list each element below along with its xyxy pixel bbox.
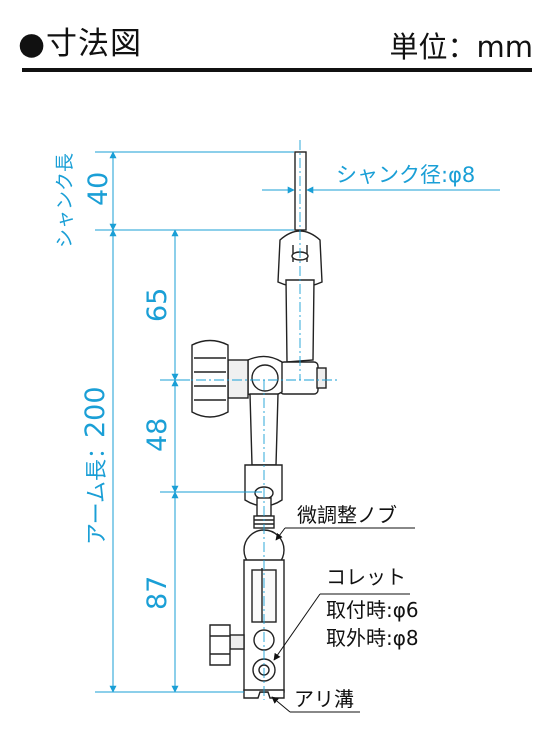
magnetic-holder-drawing — [191, 151, 327, 699]
dovetail-label: アリ溝 — [294, 687, 354, 711]
shank-length-value: 40 — [83, 172, 114, 206]
dimension-87: 87 — [142, 576, 173, 610]
collet-label: コレット — [326, 565, 406, 589]
lock-knob — [209, 624, 231, 666]
clamp-knob-neck — [227, 359, 249, 399]
collet-remove-label: 取外時:φ8 — [326, 626, 419, 650]
page-title: ●寸法図 — [18, 26, 143, 62]
dimension-48: 48 — [142, 418, 173, 452]
center-block — [279, 361, 319, 395]
unit-label: 単位：mm — [389, 30, 534, 64]
shank-diameter-label: シャンク径:φ8 — [336, 163, 475, 187]
dimension-65: 65 — [142, 288, 173, 322]
dimension-lines — [95, 151, 500, 693]
clamp-knob — [191, 339, 229, 418]
arm-length-label: アーム長： — [85, 437, 110, 545]
header-divider — [22, 68, 532, 72]
shank — [294, 151, 307, 231]
callout-leaders — [271, 527, 415, 713]
dovetail-base — [243, 689, 285, 699]
arm-length-value: 200 — [80, 386, 111, 438]
fine-knob-label: 微調整ノブ — [297, 503, 397, 527]
collet-mount-label: 取付時:φ6 — [326, 598, 419, 622]
shank-length-label: シャンク長 — [54, 153, 76, 248]
center-lines — [160, 140, 340, 700]
